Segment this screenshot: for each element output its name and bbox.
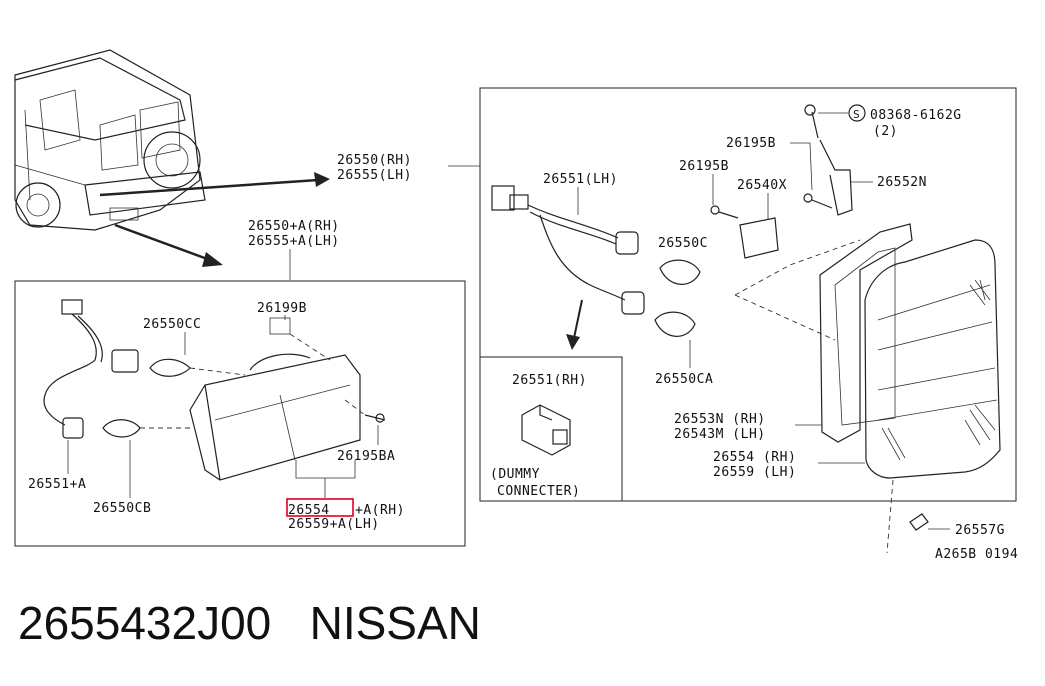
label-bolt-qty: (2): [873, 124, 898, 139]
s-symbol-text: S: [853, 108, 860, 121]
highlight-box: [286, 498, 354, 517]
label-bracket-b-mid: 26195B: [679, 159, 729, 174]
label-lensA-rh-prefix: 26554: [288, 503, 330, 518]
nut-leader: [886, 479, 894, 554]
arrow-to-lower: [114, 223, 211, 262]
lower-harness-illustration: [43, 299, 246, 439]
label-gasket-rh: 26553N (RH): [674, 412, 766, 427]
label-bulb-c: 26550C: [658, 236, 708, 251]
label-gasket-lh: 26543M (LH): [674, 427, 766, 442]
label-lensA-rh-suffix: +A(RH): [355, 503, 405, 518]
label-lens-rh: 26554 (RH): [713, 450, 796, 465]
arrow-to-dummy: [573, 299, 583, 339]
harness-lh-illustration: [491, 185, 645, 315]
label-dummy-text-2: CONNECTER): [497, 484, 580, 499]
dummy-connector-illustration: [521, 404, 571, 456]
arrow-to-main: [99, 178, 319, 197]
main-assembly-box: [479, 87, 1017, 502]
caption: 2655432J00 NISSAN: [18, 596, 481, 650]
label-bulb-cc: 26550CC: [143, 317, 201, 332]
dummy-connector-box: [479, 356, 623, 502]
label-lensA-lh: 26559+A(LH): [288, 517, 380, 532]
label-nut-g: 26557G: [955, 523, 1005, 538]
brand-name: NISSAN: [309, 597, 481, 649]
part-number: 2655432J00: [18, 597, 272, 649]
lower-lamp-illustration: [189, 317, 386, 481]
rear-lamp-illustration: [819, 223, 1001, 479]
lower-assembly-box: [14, 280, 466, 547]
label-mainA-lh: 26555+A(LH): [248, 234, 340, 249]
label-dummy-text-1: (DUMMY: [490, 467, 540, 482]
label-screw-ba: 26195BA: [337, 449, 395, 464]
vehicle-illustration: [14, 49, 206, 231]
label-bulb-cb: 26550CB: [93, 501, 151, 516]
label-bolt-top: 08368-6162G: [870, 108, 962, 123]
bulb-ca-illustration: [654, 311, 696, 337]
bracket-illustration: [710, 104, 861, 341]
label-bracket-n: 26552N: [877, 175, 927, 190]
label-main-lh: 26555(LH): [337, 168, 412, 183]
label-harness-a: 26551+A: [28, 477, 86, 492]
label-bracket-b-top: 26195B: [726, 136, 776, 151]
label-dummy-part: 26551(RH): [512, 373, 587, 388]
s-symbol-icon: [848, 104, 866, 122]
nut-illustration: [909, 513, 929, 531]
label-bracket-x: 26540X: [737, 178, 787, 193]
label-bulb-ca: 26550CA: [655, 372, 713, 387]
arrow-head-dummy: [566, 334, 580, 350]
label-main-rh: 26550(RH): [337, 153, 412, 168]
label-lens-lh: 26559 (LH): [713, 465, 796, 480]
label-mainA-rh: 26550+A(RH): [248, 219, 340, 234]
label-clip-b: 26199B: [257, 301, 307, 316]
bulb-c-illustration: [659, 259, 701, 285]
arrow-head-main: [314, 172, 330, 187]
label-ref-code: A265B 0194: [935, 547, 1018, 562]
arrow-head-lower: [202, 252, 223, 267]
label-harness-lh: 26551(LH): [543, 172, 618, 187]
